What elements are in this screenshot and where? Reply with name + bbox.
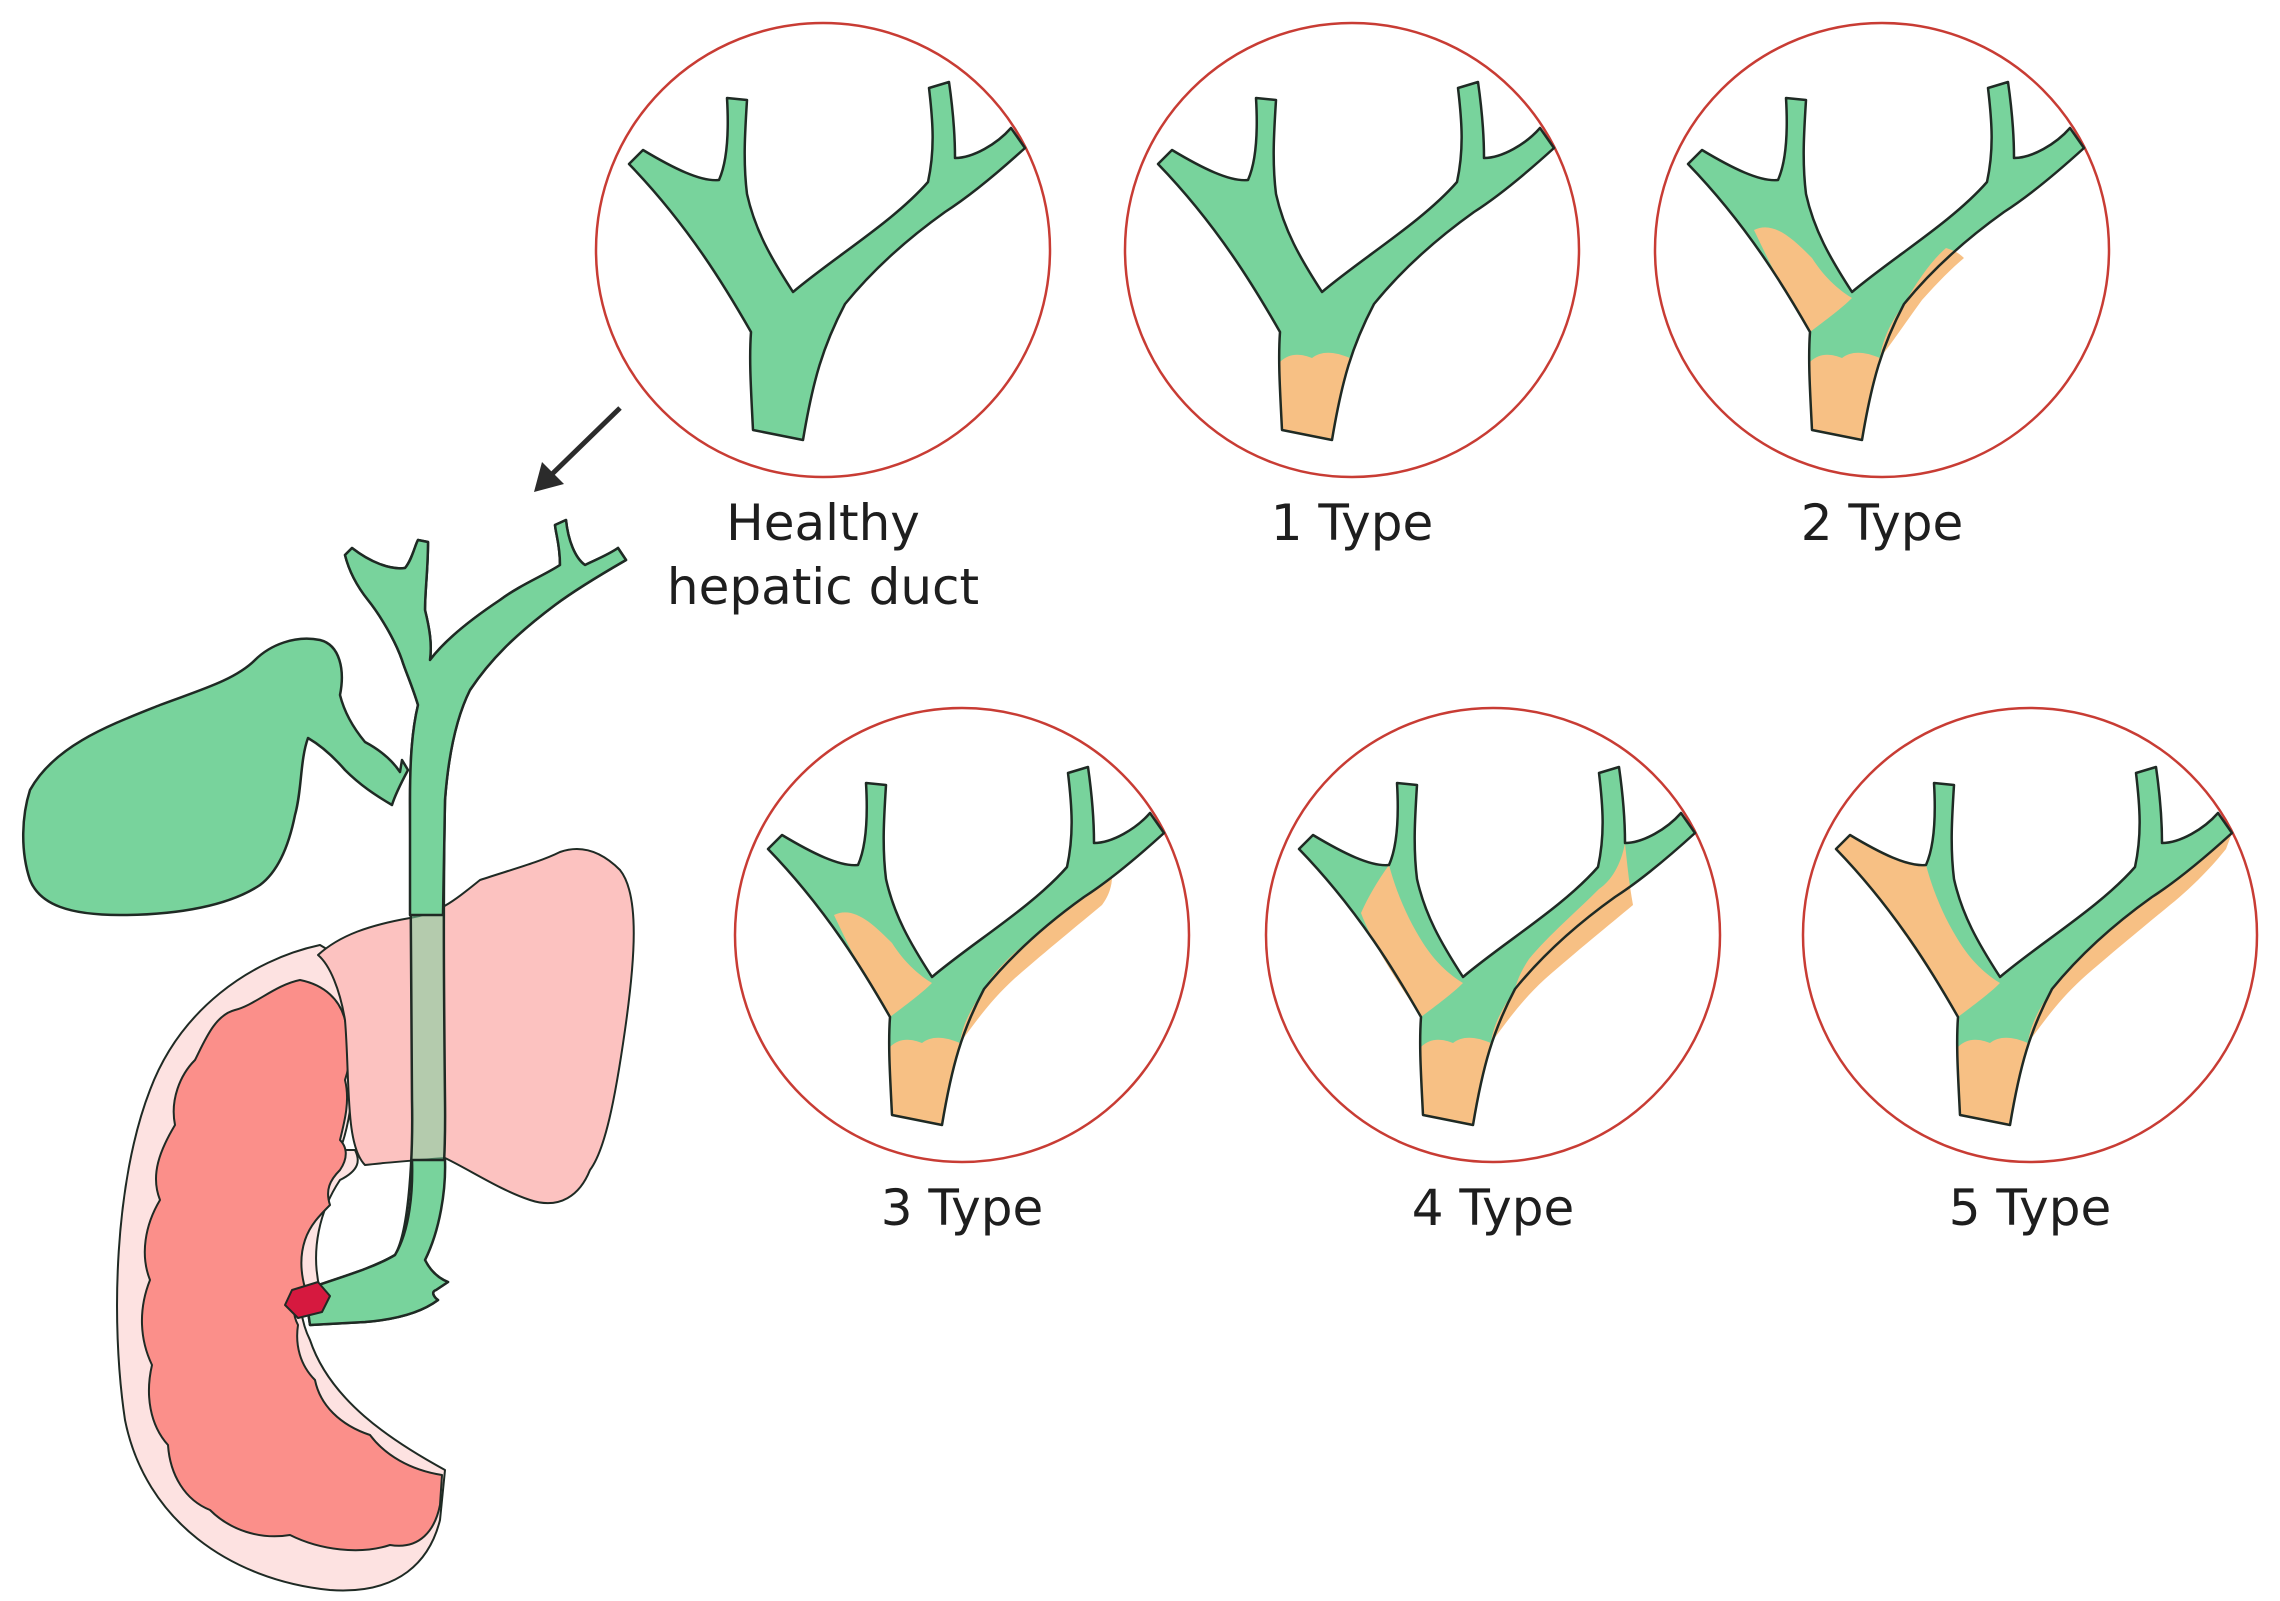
panel-healthy	[594, 21, 1052, 479]
caption-type4: 4 Type	[1293, 1176, 1693, 1240]
stricture-region	[2028, 833, 2232, 1043]
duct-lower	[303, 1158, 450, 1327]
duct-branch-icon	[1156, 80, 1556, 442]
panel-type5	[1801, 706, 2259, 1164]
duodenum-lumen	[141, 979, 443, 1552]
caption-type3: 3 Type	[762, 1176, 1162, 1240]
caption-line: 4 Type	[1411, 1179, 1575, 1237]
panel-type1	[1123, 21, 1581, 479]
caption-line: 1 Type	[1270, 494, 1434, 552]
stricture-region	[960, 877, 1112, 1043]
stricture-region	[1279, 352, 1350, 440]
panel-type4	[1264, 706, 1722, 1164]
stricture-region	[1809, 352, 1880, 440]
caption-line: 3 Type	[880, 1179, 1044, 1237]
stricture-region	[1420, 1037, 1491, 1125]
arrow-icon	[534, 406, 622, 492]
duct-branch-icon	[1834, 765, 2234, 1127]
pancreas	[317, 848, 635, 1205]
stone-icon	[284, 1281, 331, 1319]
magnifier-circle	[1264, 706, 1722, 1164]
gallbladder	[22, 637, 410, 917]
stricture-region	[1880, 248, 1964, 358]
caption-line: hepatic duct	[666, 558, 980, 616]
caption-line: Healthy	[726, 494, 920, 552]
stricture-region	[1361, 865, 1463, 1017]
magnifier-circle	[1801, 706, 2259, 1164]
caption-type5: 5 Type	[1830, 1176, 2230, 1240]
stricture-region	[1754, 227, 1852, 332]
duct-branch-icon	[1297, 765, 1697, 1127]
caption-line: 2 Type	[1800, 494, 1964, 552]
duct-branch-icon	[1686, 80, 2086, 442]
duct-branch-icon	[766, 765, 1166, 1127]
panel-type3	[733, 706, 1191, 1164]
caption-line: 5 Type	[1948, 1179, 2112, 1237]
stricture-panels	[594, 21, 2259, 1164]
caption-type2: 2 Type	[1682, 491, 2082, 555]
stricture-region	[1957, 1037, 2028, 1125]
magnifier-circle	[594, 21, 1052, 479]
stricture-region	[834, 912, 932, 1017]
anatomy	[22, 406, 635, 1592]
caption-healthy: Healthy hepatic duct	[623, 491, 1023, 619]
stricture-region	[1491, 843, 1633, 1043]
magnifier-circle	[733, 706, 1191, 1164]
stricture-region	[1836, 835, 2000, 1017]
stricture-region	[889, 1037, 960, 1125]
magnifier-circle	[1123, 21, 1581, 479]
duct-branch-icon	[627, 80, 1027, 442]
hepatic-duct-upper	[343, 518, 628, 917]
panel-type2	[1653, 21, 2111, 479]
caption-type1: 1 Type	[1152, 491, 1552, 555]
magnifier-circle	[1653, 21, 2111, 479]
